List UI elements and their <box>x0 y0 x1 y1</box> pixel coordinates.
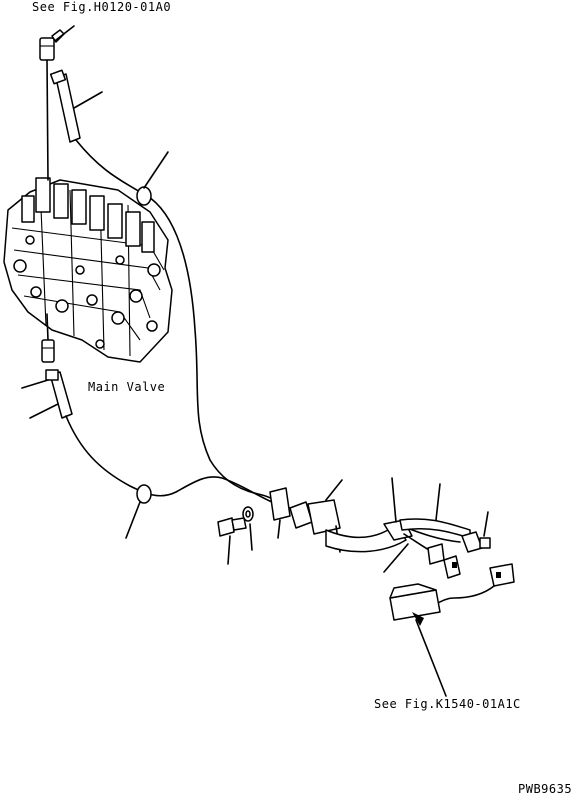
upper-hose <box>49 69 81 143</box>
connector-lead <box>435 585 495 605</box>
washer <box>242 506 254 551</box>
connector-plug-small <box>489 563 515 587</box>
lower-wire-route <box>65 415 273 503</box>
connector-plug-right <box>461 511 491 553</box>
controller-box <box>389 583 447 697</box>
upper-hose-leader <box>73 91 103 109</box>
bracket <box>269 487 291 539</box>
ref-label-bottom: See Fig.K1540-01A1C <box>374 697 521 711</box>
ref-top-leader <box>55 25 75 41</box>
lower-sensor-leader <box>21 379 49 389</box>
harness-leader-c <box>383 543 409 573</box>
upper-sensor <box>39 29 65 181</box>
upper-wire-route <box>75 139 283 507</box>
lower-clamp <box>125 484 152 539</box>
harness-leader-b <box>435 483 441 521</box>
bolt <box>217 517 247 565</box>
lower-hose <box>45 369 73 419</box>
drawing-number: PWB9635 <box>518 782 573 796</box>
harness-leader-a <box>391 477 397 523</box>
wiring-harness <box>289 479 471 557</box>
lower-hose-leader <box>29 403 59 419</box>
upper-clamp <box>136 151 169 206</box>
ref-label-top: See Fig.H0120-01A0 <box>32 0 172 14</box>
main-valve <box>3 177 173 363</box>
main-valve-label: Main Valve <box>88 380 166 394</box>
connector-plug-mid <box>427 543 461 579</box>
lower-sensor <box>41 313 55 363</box>
